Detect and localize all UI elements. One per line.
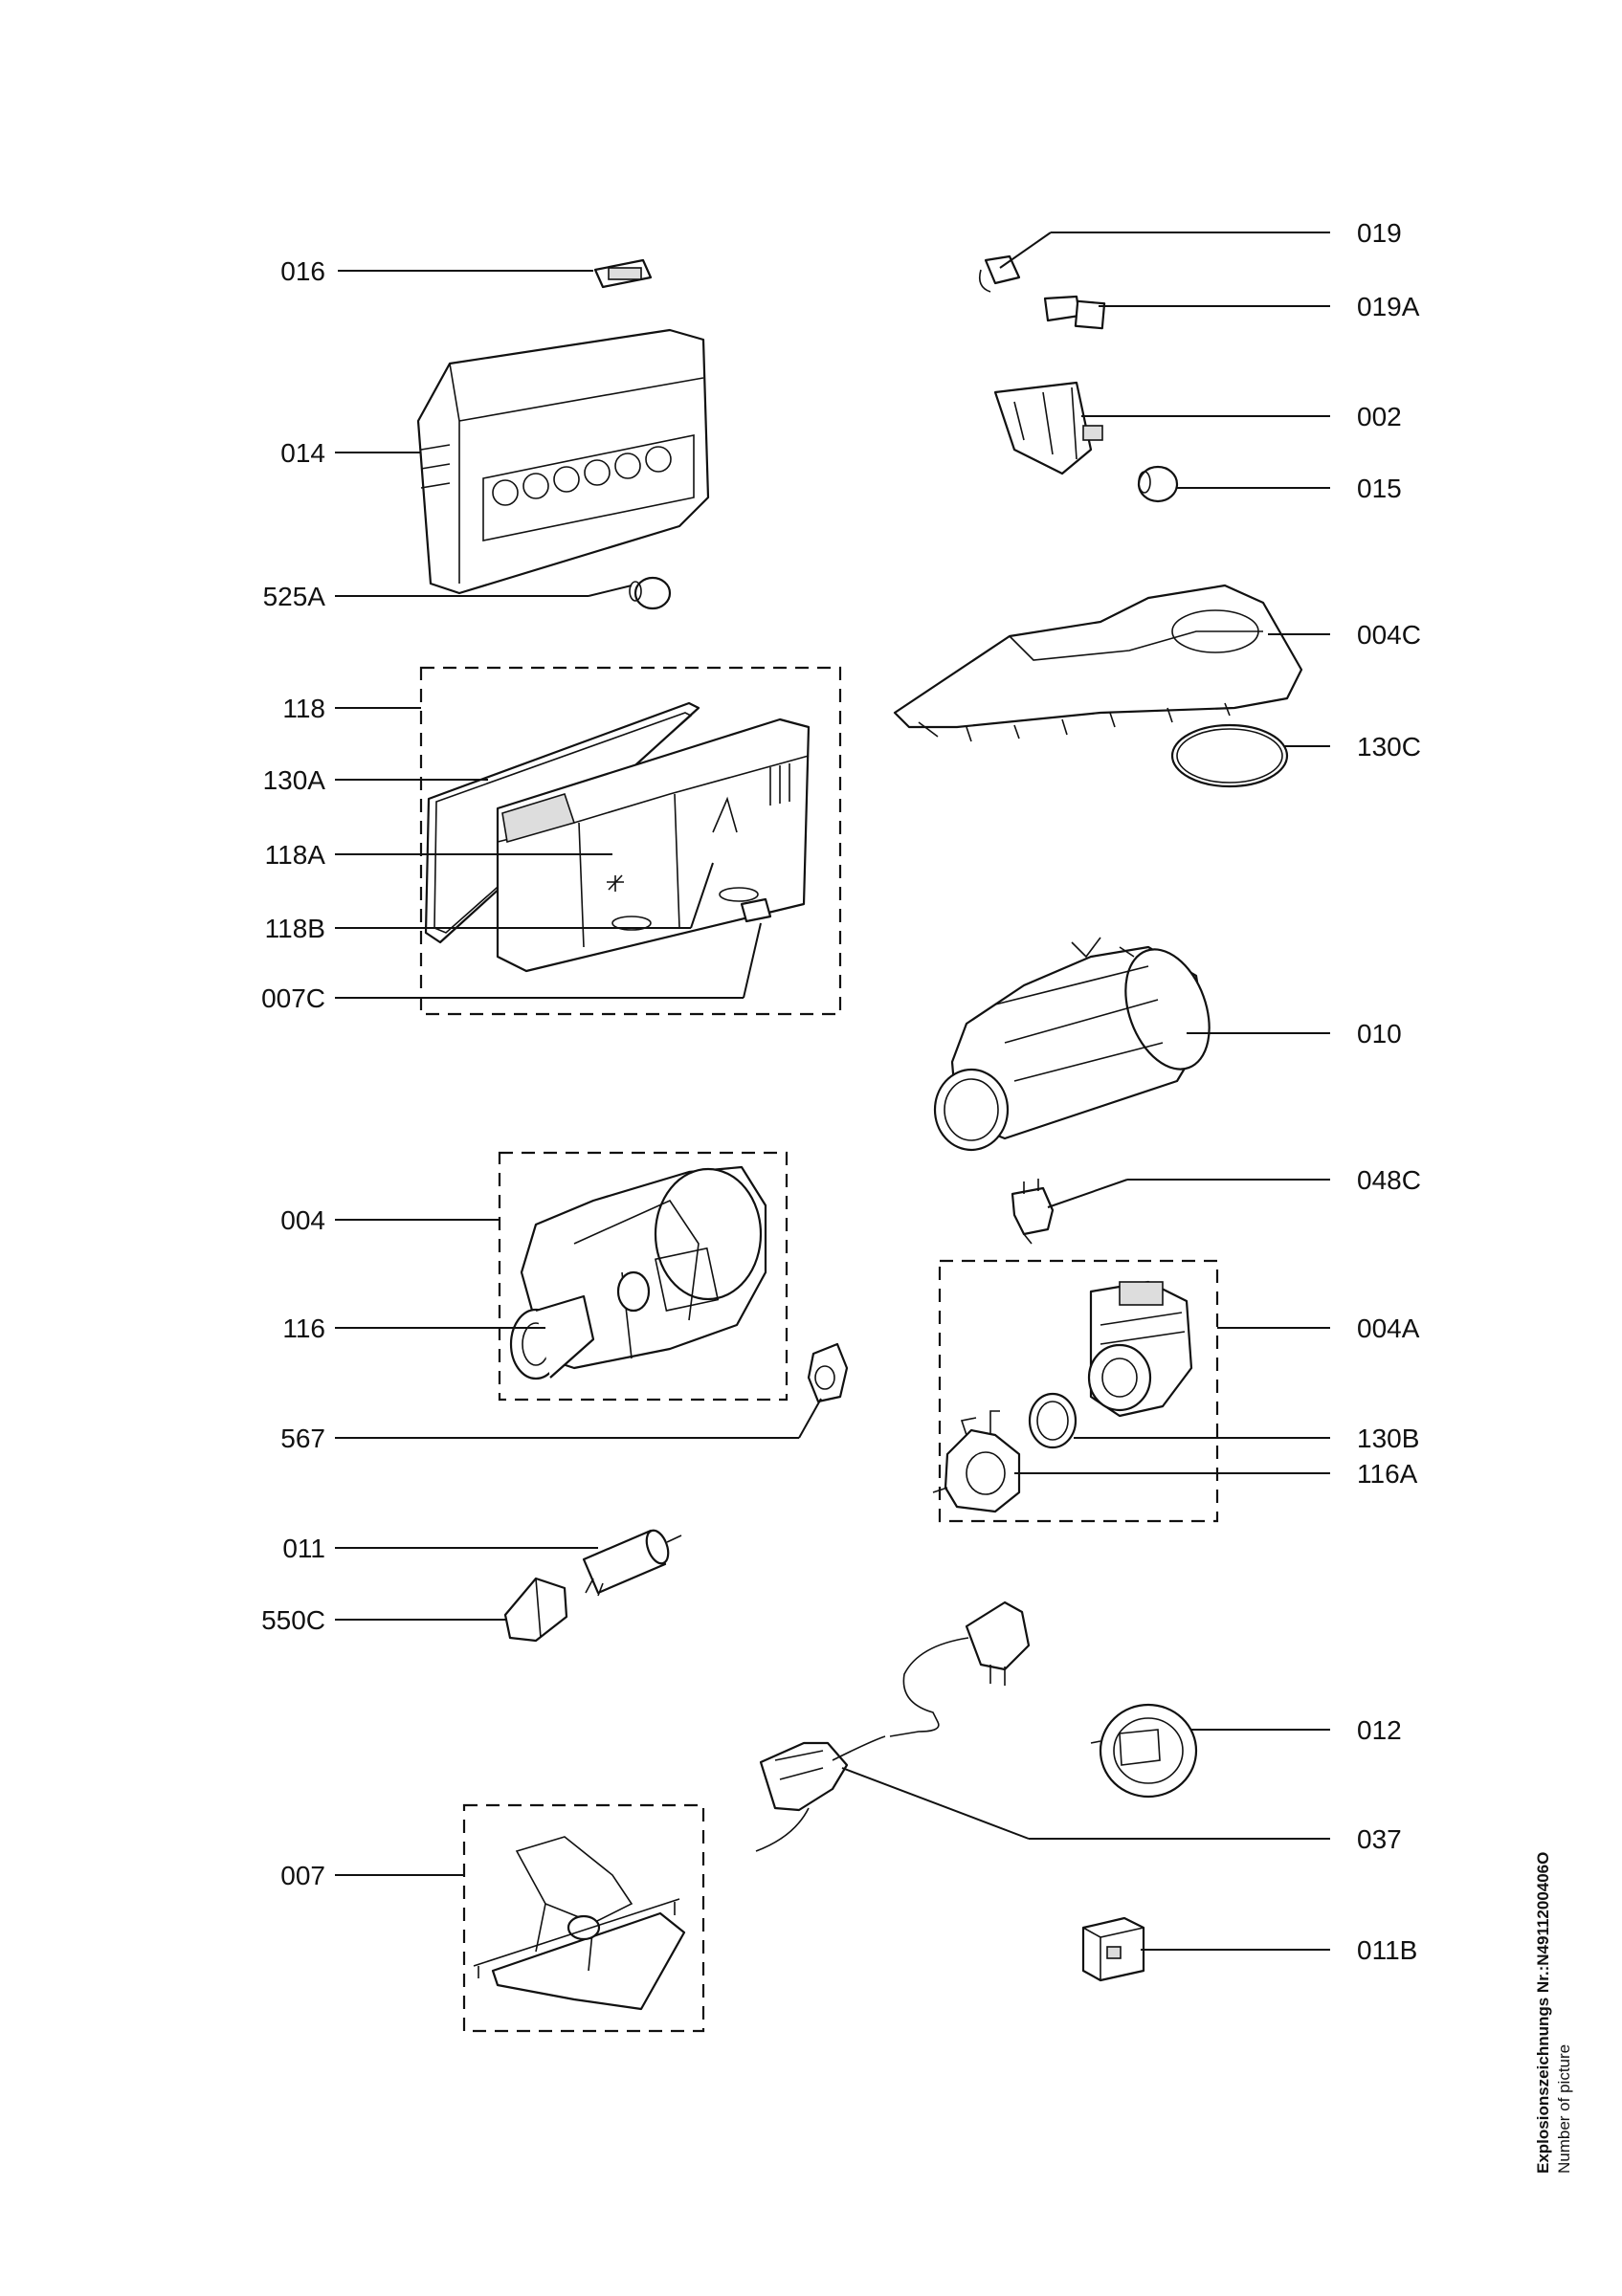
label-130C: 130C [1357,732,1421,762]
part-116A-valve [932,1410,1021,1513]
part-004A-drain-pump [1087,1280,1193,1418]
part-012-pressure-switch [1090,1703,1198,1799]
label-007: 007 [280,1861,325,1890]
label-116A: 116A [1357,1459,1418,1489]
label-048C: 048C [1357,1165,1421,1195]
label-002: 002 [1357,402,1402,431]
label-118A: 118A [265,840,326,870]
part-019A-pin [1043,295,1106,330]
label-007C: 007C [261,983,325,1013]
leader-lines [335,232,1330,1951]
label-019A: 019A [1357,292,1420,321]
group-box-004 [498,1151,789,1402]
part-007-spray-arm-holder [473,1836,686,2011]
label-016: 016 [280,256,325,286]
part-130C-ring [1170,723,1289,788]
part-004-pump [509,1165,767,1380]
labels-right: 019 019A 002 015 004C 130C 010 048C 004A… [1357,218,1421,1965]
part-011B-relay [1081,1916,1145,1982]
picture-number-title: Explosionszeichnungs Nr.:N4911200406O [1534,1852,1552,2174]
part-019-clip [978,254,1021,293]
label-011B: 011B [1357,1935,1417,1965]
group-box-007 [462,1803,705,2033]
part-550C-cap [503,1577,568,1643]
part-130B-oring [1028,1392,1078,1449]
group-box-004A [938,1259,1219,1523]
label-004A: 004A [1357,1314,1420,1343]
part-567-clamp [807,1342,849,1403]
part-011-component [582,1529,682,1597]
label-019: 019 [1357,218,1402,248]
part-010-heater [933,937,1211,1152]
label-525A: 525A [263,582,326,611]
part-037-hose-holder [755,1735,886,1852]
label-012: 012 [1357,1715,1402,1745]
part-048C-sensor [1011,1179,1055,1245]
label-116: 116 [282,1314,325,1343]
label-130A: 130A [263,765,326,795]
part-118-dispenser [496,718,811,973]
picture-number-subtitle: Number of picture [1555,2044,1573,2174]
label-118B: 118B [265,914,325,943]
part-525A-knob [629,576,672,610]
label-004C: 004C [1357,620,1421,650]
label-011: 011 [282,1534,325,1563]
labels-left: 016 014 525A 118 130A 118A 118B 007C 004… [261,256,325,1890]
label-130B: 130B [1357,1424,1419,1453]
label-015: 015 [1357,474,1402,503]
part-002-switch [993,381,1103,475]
label-118: 118 [282,694,325,723]
picture-number-block: Explosionszeichnungs Nr.:N4911200406O Nu… [1534,1852,1573,2174]
part-015-knob [1137,465,1179,503]
label-567: 567 [280,1424,325,1453]
part-016-display [593,258,653,289]
group-box-118 [419,666,842,1016]
label-014: 014 [280,438,325,468]
part-007C-clip [740,897,772,923]
label-010: 010 [1357,1019,1402,1049]
part-004C-cover [893,584,1303,742]
label-550C: 550C [261,1605,325,1635]
part-014-control-unit [416,328,710,595]
label-004: 004 [280,1205,325,1235]
part-power-plug [889,1601,1031,1737]
label-037: 037 [1357,1824,1402,1854]
